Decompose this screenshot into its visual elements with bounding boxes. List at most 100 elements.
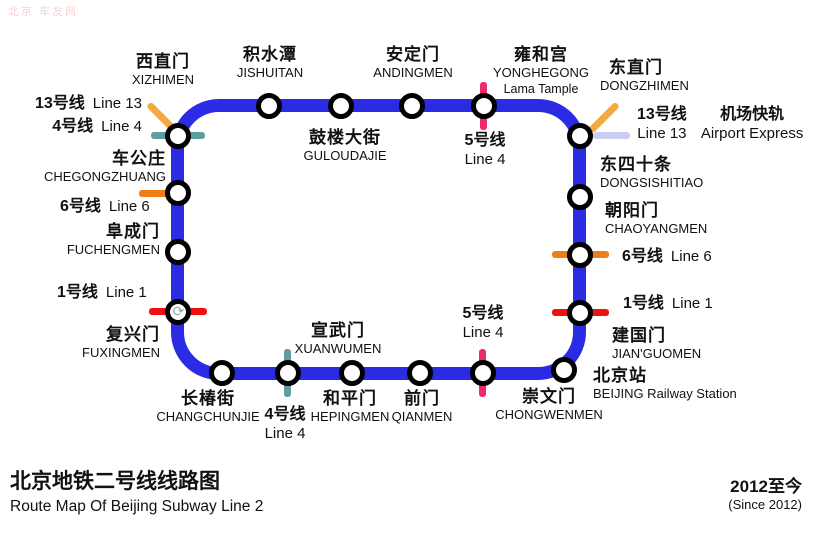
transfer-xuanwumen-line4-en: Line 4 xyxy=(264,424,306,442)
station-beijingzhan-zh: 北京站 xyxy=(593,366,647,385)
station-marker-fuchengmen xyxy=(165,239,191,265)
station-marker-jianguomen xyxy=(567,300,593,326)
line13-tick-dongzhimen xyxy=(588,101,620,134)
station-chegongzhuang-en: CHEGONGZHUANG xyxy=(43,169,166,185)
transfer-xizhimen-line4: 4号线 Line 4 xyxy=(35,118,142,136)
transfer-chaoyangmen-line6-en: Line 6 xyxy=(670,248,712,265)
map-period-zh: 2012至今 xyxy=(730,477,802,496)
transfer-chegongzhuang-line6-en: Line 6 xyxy=(108,198,150,215)
station-label-dongzhimen: 东直门 DONGZHIMEN xyxy=(600,58,689,94)
station-xuanwumen-en: XUANWUMEN xyxy=(294,341,382,357)
site-watermark: 北京 车友网 xyxy=(8,6,79,18)
transfer-label-chongwenmen-line5: 5号线 Line 4 xyxy=(463,305,504,342)
station-label-chaoyangmen: 朝阳门 CHAOYANGMEN xyxy=(605,201,707,237)
station-label-hepingmen: 和平门 HEPINGMEN xyxy=(311,389,390,425)
transfer-dongzhimen-line13-zh: 13号线 xyxy=(637,106,687,123)
station-label-yonghegong: 雍和宫 YONGHEGONG Lama Tample xyxy=(493,45,589,96)
station-dongzhimen-en: DONGZHIMEN xyxy=(600,78,689,94)
station-chaoyangmen-zh: 朝阳门 xyxy=(605,201,659,220)
map-period: 2012至今 (Since 2012) xyxy=(728,477,802,513)
transfer-chaoyangmen-line6-zh: 6号线 xyxy=(622,248,663,265)
transfer-fuxingmen-line1-zh: 1号线 xyxy=(57,284,98,301)
transfer-dongzhimen-airport-zh: 机场快轨 xyxy=(720,106,785,123)
station-jishuitan-en: JISHUITAN xyxy=(236,65,304,81)
station-chongwenmen-zh: 崇文门 xyxy=(521,387,576,406)
map-period-en: (Since 2012) xyxy=(728,497,802,513)
transfer-xizhimen-line4-zh: 4号线 xyxy=(52,117,94,135)
station-label-guloudajie: 鼓楼大街 GULOUDAJIE xyxy=(303,128,386,164)
station-label-jishuitan: 积水潭 JISHUITAN xyxy=(237,45,303,81)
station-marker-dongsishitiao xyxy=(567,184,593,210)
transfer-xuanwumen-line4-zh: 4号线 xyxy=(264,406,306,423)
station-marker-chongwenmen xyxy=(470,360,496,386)
map-title-en: Route Map Of Beijing Subway Line 2 xyxy=(10,497,264,515)
transfer-xizhimen-line13-en: Line 13 xyxy=(92,95,142,112)
station-label-chongwenmen: 崇文门 CHONGWENMEN xyxy=(495,387,603,423)
station-marker-dongzhimen xyxy=(567,123,593,149)
station-marker-fuxingmen xyxy=(165,299,191,325)
station-label-xuanwumen: 宣武门 XUANWUMEN xyxy=(295,321,382,357)
station-xizhimen-zh: 西直门 xyxy=(136,52,190,71)
transfer-dongzhimen-airport-express: 机场快轨 Airport Express xyxy=(701,106,804,143)
transfer-label-jianguomen-line1: 1号线 Line 1 xyxy=(623,295,713,313)
station-fuxingmen-en: FUXINGMEN xyxy=(82,345,160,361)
station-jianguomen-zh: 建国门 xyxy=(612,326,666,345)
station-chongwenmen-en: CHONGWENMEN xyxy=(495,407,603,423)
station-label-dongsishitiao: 东四十条 DONGSISHITIAO xyxy=(600,155,703,191)
transfer-xizhimen-line4-en: Line 4 xyxy=(101,117,142,135)
station-marker-beijingzhan xyxy=(551,357,577,383)
station-label-fuxingmen: 复兴门 FUXINGMEN xyxy=(82,325,160,361)
line6-tick-chegongzhuang xyxy=(139,190,179,197)
station-marker-chaoyangmen xyxy=(567,242,593,268)
station-qianmen-zh: 前门 xyxy=(403,389,440,408)
transfer-label-yonghegong-line5: 5号线 Line 4 xyxy=(465,132,506,169)
station-marker-chegongzhuang xyxy=(165,180,191,206)
station-marker-changchunjie xyxy=(209,360,235,386)
station-label-andingmen: 安定门 ANDINGMEN xyxy=(373,45,452,81)
station-label-xizhimen: 西直门 XIZHIMEN xyxy=(132,52,194,88)
station-chegongzhuang-zh: 车公庄 xyxy=(112,149,166,168)
station-fuxingmen-zh: 复兴门 xyxy=(106,325,160,344)
station-jianguomen-en: JIAN'GUOMEN xyxy=(612,346,702,362)
station-xuanwumen-zh: 宣武门 xyxy=(310,321,365,340)
station-marker-yonghegong xyxy=(471,93,497,119)
transfer-fuxingmen-line1-en: Line 1 xyxy=(105,284,147,301)
station-label-chegongzhuang: 车公庄 CHEGONGZHUANG xyxy=(44,149,166,185)
airport-express-tick-dongzhimen xyxy=(593,132,630,139)
transfer-jianguomen-line1-zh: 1号线 xyxy=(623,295,664,312)
transfer-xizhimen-line13-zh: 13号线 xyxy=(34,95,85,112)
map-title: 北京地铁二号线线路图 Route Map Of Beijing Subway L… xyxy=(10,470,263,515)
station-andingmen-en: ANDINGMEN xyxy=(373,65,453,81)
transfer-label-dongzhimen: 13号线 Line 13 机场快轨 Airport Express xyxy=(637,106,803,143)
station-label-fuchengmen: 阜成门 FUCHENGMEN xyxy=(67,222,160,258)
station-chaoyangmen-en: CHAOYANGMEN xyxy=(605,221,708,237)
transfer-yonghegong-line5-zh: 5号线 xyxy=(464,132,506,149)
station-xizhimen-en: XIZHIMEN xyxy=(131,72,195,88)
map-title-zh: 北京地铁二号线线路图 xyxy=(10,470,220,493)
loop-arrows-icon: ⟳ xyxy=(172,303,185,319)
transfer-dongzhimen-line13-en: Line 13 xyxy=(637,124,687,142)
station-yonghegong-en: YONGHEGONG xyxy=(492,65,590,81)
transfer-jianguomen-line1-en: Line 1 xyxy=(671,295,713,312)
station-label-changchunjie: 长椿街 CHANGCHUNJIE xyxy=(156,389,259,425)
transfer-chongwenmen-line5-en: Line 4 xyxy=(462,323,504,341)
transfer-chongwenmen-line5-zh: 5号线 xyxy=(462,305,504,322)
station-changchunjie-en: CHANGCHUNJIE xyxy=(156,409,260,425)
station-beijingzhan-en: BEIJING Railway Station xyxy=(593,386,737,402)
transfer-dongzhimen-airport-en: Airport Express xyxy=(700,124,804,142)
station-qianmen-en: QIANMEN xyxy=(391,409,453,425)
station-fuchengmen-en: FUCHENGMEN xyxy=(66,242,160,258)
station-dongsishitiao-en: DONGSISHITIAO xyxy=(600,175,704,191)
station-yonghegong-zh: 雍和宫 xyxy=(513,45,568,64)
transfer-xizhimen-line13: 13号线 Line 13 xyxy=(35,95,142,113)
station-dongsishitiao-zh: 东四十条 xyxy=(600,155,672,174)
station-hepingmen-en: HEPINGMEN xyxy=(310,409,390,425)
station-label-beijingzhan: 北京站 BEIJING Railway Station xyxy=(593,366,737,402)
station-fuchengmen-zh: 阜成门 xyxy=(106,222,160,241)
transfer-label-chaoyangmen-line6: 6号线 Line 6 xyxy=(622,248,712,266)
transfer-label-xuanwumen-line4: 4号线 Line 4 xyxy=(265,406,306,443)
station-marker-qianmen xyxy=(407,360,433,386)
station-andingmen-zh: 安定门 xyxy=(385,45,440,64)
station-marker-xizhimen xyxy=(165,123,191,149)
